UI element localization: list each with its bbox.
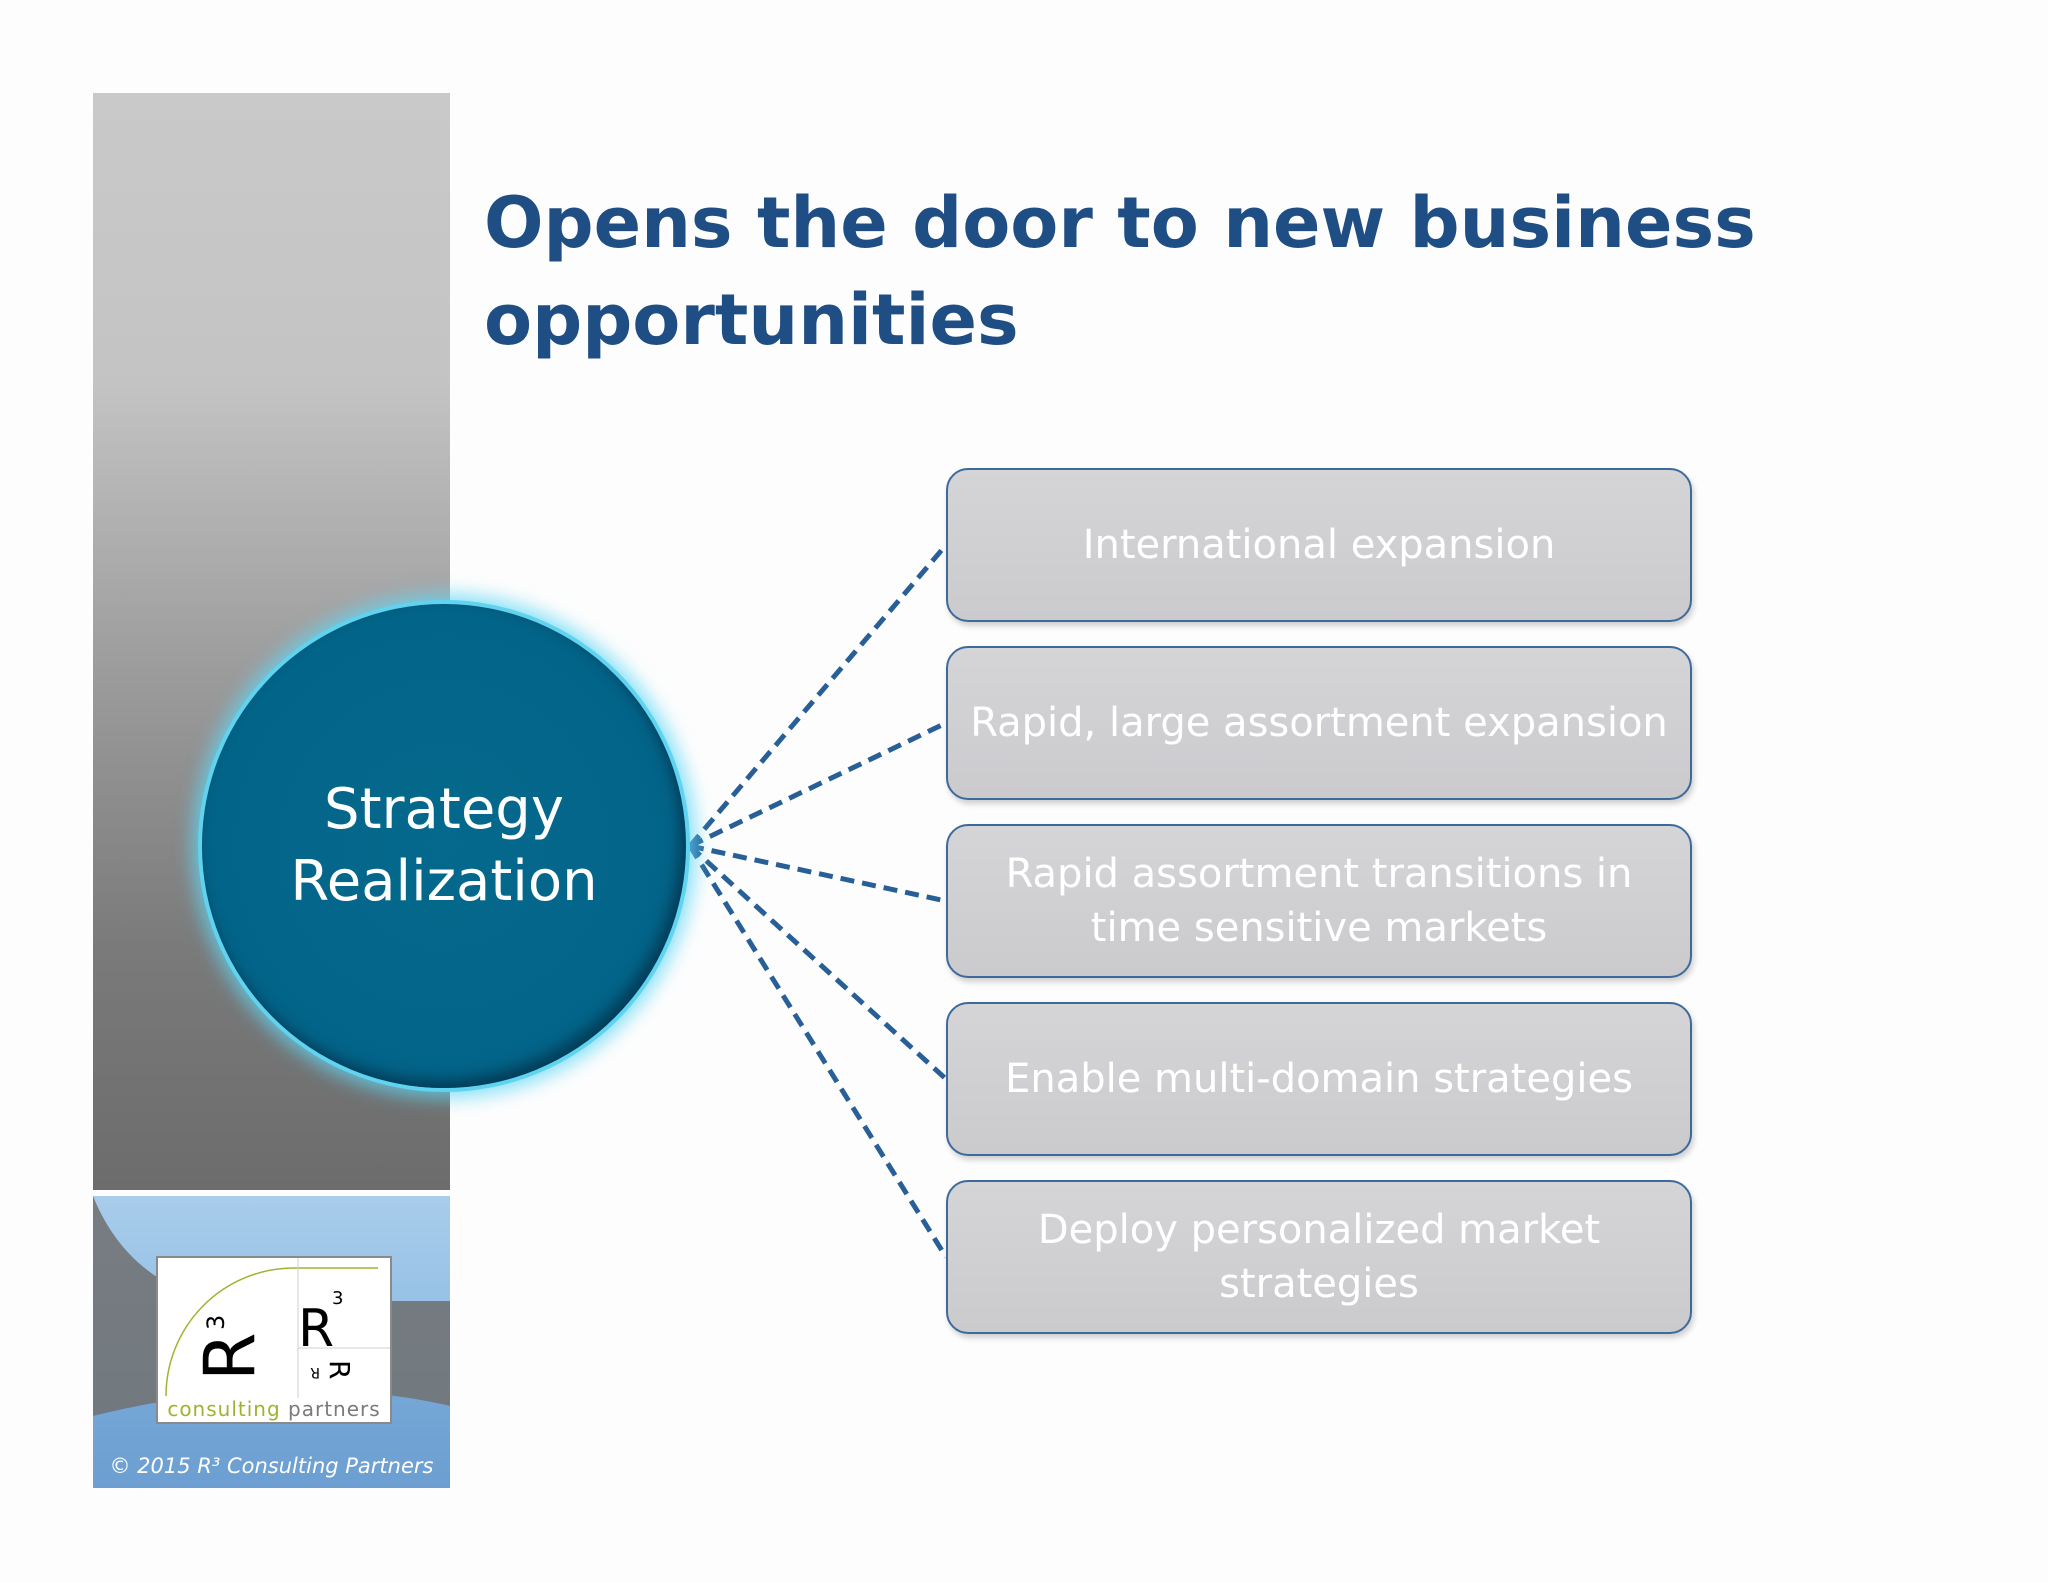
opportunity-box-5: Deploy personalized market strategies bbox=[946, 1180, 1692, 1334]
strategy-hub-circle: Strategy Realization bbox=[202, 604, 686, 1088]
connector-line-3 bbox=[689, 843, 947, 904]
opportunity-label: Deploy personalized market strategies bbox=[1037, 1207, 1601, 1307]
sidebar-footer: R 3 R 3 R R consulting partners © 2015 R… bbox=[93, 1196, 450, 1488]
opportunity-label: International expansion bbox=[1082, 522, 1556, 568]
opportunity-label: Rapid, large assortment expansion bbox=[970, 700, 1668, 746]
opportunity-box-1: International expansion bbox=[946, 468, 1692, 622]
opportunity-box-2: Rapid, large assortment expansion bbox=[946, 646, 1692, 800]
logo-emblem-icon: R 3 R 3 R R bbox=[165, 1258, 390, 1398]
opportunity-label: Enable multi-domain strategies bbox=[1005, 1056, 1633, 1102]
svg-text:R: R bbox=[298, 1299, 334, 1359]
svg-text:3: 3 bbox=[202, 1315, 230, 1330]
copyright-notice: © 2015 R³ Consulting Partners bbox=[109, 1454, 434, 1478]
opportunity-label: Rapid assortment transitions in time sen… bbox=[1005, 851, 1633, 951]
logo-wordmark: consulting partners bbox=[167, 1397, 381, 1421]
connector-line-5 bbox=[687, 844, 949, 1259]
slide-title: Opens the door to new business opportuni… bbox=[484, 182, 1756, 361]
svg-text:R: R bbox=[189, 1332, 271, 1381]
svg-text:R: R bbox=[310, 1364, 320, 1380]
connector-line-1 bbox=[688, 543, 948, 848]
company-logo: R 3 R 3 R R consulting partners bbox=[156, 1256, 392, 1424]
hub-label: Strategy Realization bbox=[290, 777, 598, 914]
connector-line-2 bbox=[688, 720, 948, 849]
svg-text:R: R bbox=[323, 1360, 356, 1379]
opportunity-box-3: Rapid assortment transitions in time sen… bbox=[946, 824, 1692, 978]
opportunity-box-4: Enable multi-domain strategies bbox=[946, 1002, 1692, 1156]
svg-text:3: 3 bbox=[332, 1288, 343, 1309]
connector-line-4 bbox=[688, 844, 948, 1081]
